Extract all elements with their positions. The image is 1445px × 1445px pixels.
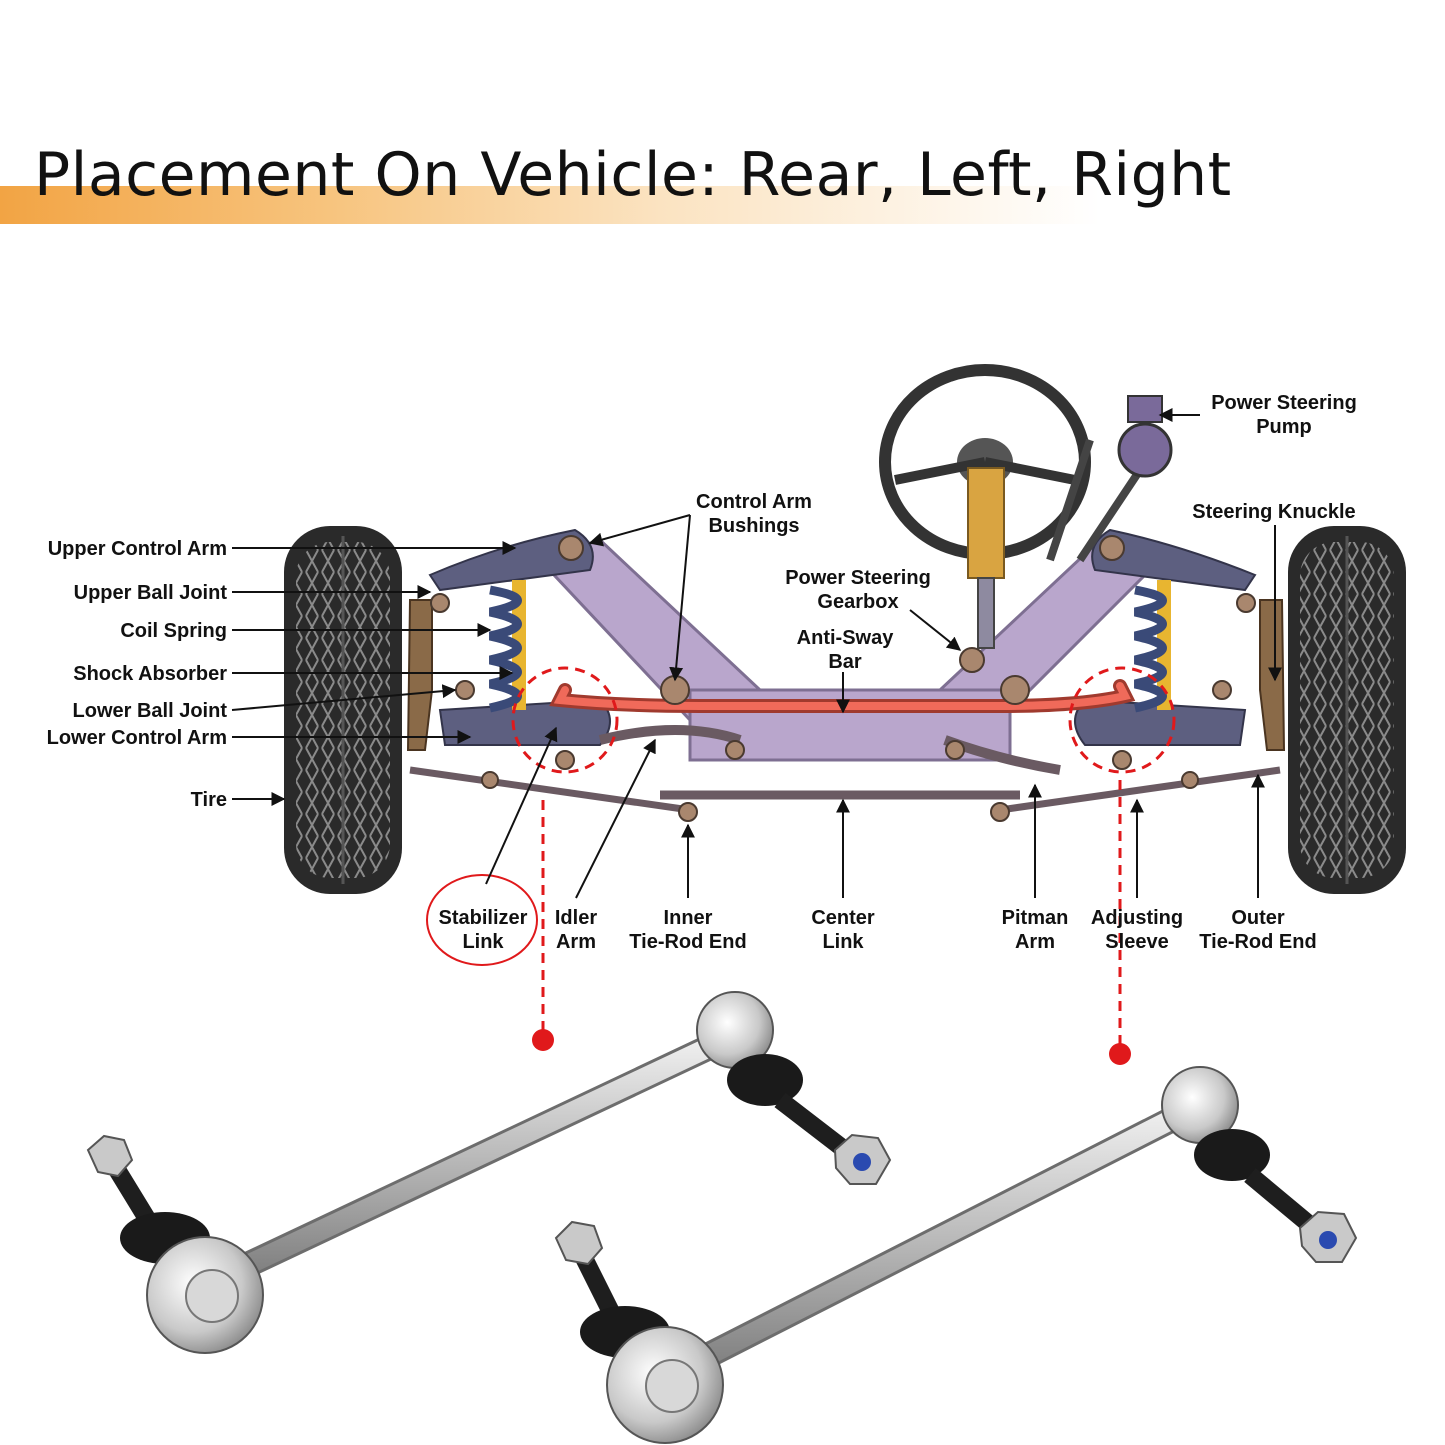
label-pitman-arm-2: Arm — [1015, 931, 1055, 953]
stabilizer-link-highlight — [426, 874, 538, 966]
page-title: Placement On Vehicle: Rear, Left, Right — [34, 140, 1232, 210]
label-idler-arm-1: Idler — [555, 907, 597, 929]
label-pitman-arm-1: Pitman — [1002, 907, 1069, 929]
label-idler-arm-2: Arm — [556, 931, 596, 953]
label-stabilizer-link-1: Stabilizer — [439, 907, 528, 929]
power-steering-pump — [1046, 395, 1173, 563]
label-lower-ball-joint: Lower Ball Joint — [73, 700, 228, 722]
stabilizer-link-product-right — [554, 1066, 1358, 1444]
label-power-steering-gearbox-2: Gearbox — [817, 591, 898, 613]
label-upper-ball-joint: Upper Ball Joint — [74, 582, 228, 604]
red-dot-right — [1109, 1043, 1131, 1065]
anti-sway-bar — [549, 679, 1136, 713]
title-banner — [0, 186, 1100, 224]
label-outer-tie-rod-end-1: Outer — [1231, 907, 1285, 929]
bushings — [430, 535, 1256, 822]
label-adjusting-sleeve-2: Sleeve — [1105, 931, 1168, 953]
label-center-link-2: Link — [822, 931, 864, 953]
label-center-link-1: Center — [811, 907, 875, 929]
label-lower-control-arm: Lower Control Arm — [47, 727, 227, 749]
label-anti-sway-bar-1: Anti-Sway — [797, 627, 895, 649]
label-power-steering-pump-1: Power Steering — [1211, 392, 1357, 414]
label-outer-tie-rod-end-2: Tie-Rod End — [1199, 931, 1316, 953]
label-tire: Tire — [191, 789, 227, 811]
steering-knuckle-left — [406, 599, 433, 751]
label-control-arm-bushings-2: Bushings — [708, 515, 799, 537]
label-inner-tie-rod-end-2: Tie-Rod End — [629, 931, 746, 953]
red-dot-left — [532, 1029, 554, 1051]
label-shock-absorber: Shock Absorber — [73, 663, 227, 685]
label-power-steering-pump-2: Pump — [1256, 416, 1312, 438]
label-upper-control-arm: Upper Control Arm — [48, 538, 227, 560]
leader-lines — [231, 408, 1282, 899]
label-power-steering-gearbox-1: Power Steering — [785, 567, 931, 589]
highlight-markers — [511, 666, 1176, 1052]
label-steering-knuckle: Steering Knuckle — [1192, 501, 1355, 523]
label-adjusting-sleeve-1: Adjusting — [1091, 907, 1183, 929]
steering-knuckle-right — [1259, 599, 1286, 751]
tire-right — [1288, 526, 1406, 894]
coil-spring-left — [489, 580, 526, 713]
label-inner-tie-rod-end-1: Inner — [664, 907, 713, 929]
steering-linkage — [409, 725, 1281, 814]
label-coil-spring: Coil Spring — [120, 620, 227, 642]
steering-column — [959, 467, 1005, 673]
stabilizer-link-product-left — [86, 991, 892, 1354]
label-control-arm-bushings-1: Control Arm — [696, 491, 812, 513]
label-anti-sway-bar-2: Bar — [828, 651, 862, 673]
tire-left — [284, 526, 402, 894]
upper-control-arm-right — [1091, 528, 1257, 592]
label-stabilizer-link-2: Link — [462, 931, 504, 953]
upper-control-arm-left — [428, 528, 594, 592]
coil-spring-right — [1134, 580, 1171, 713]
